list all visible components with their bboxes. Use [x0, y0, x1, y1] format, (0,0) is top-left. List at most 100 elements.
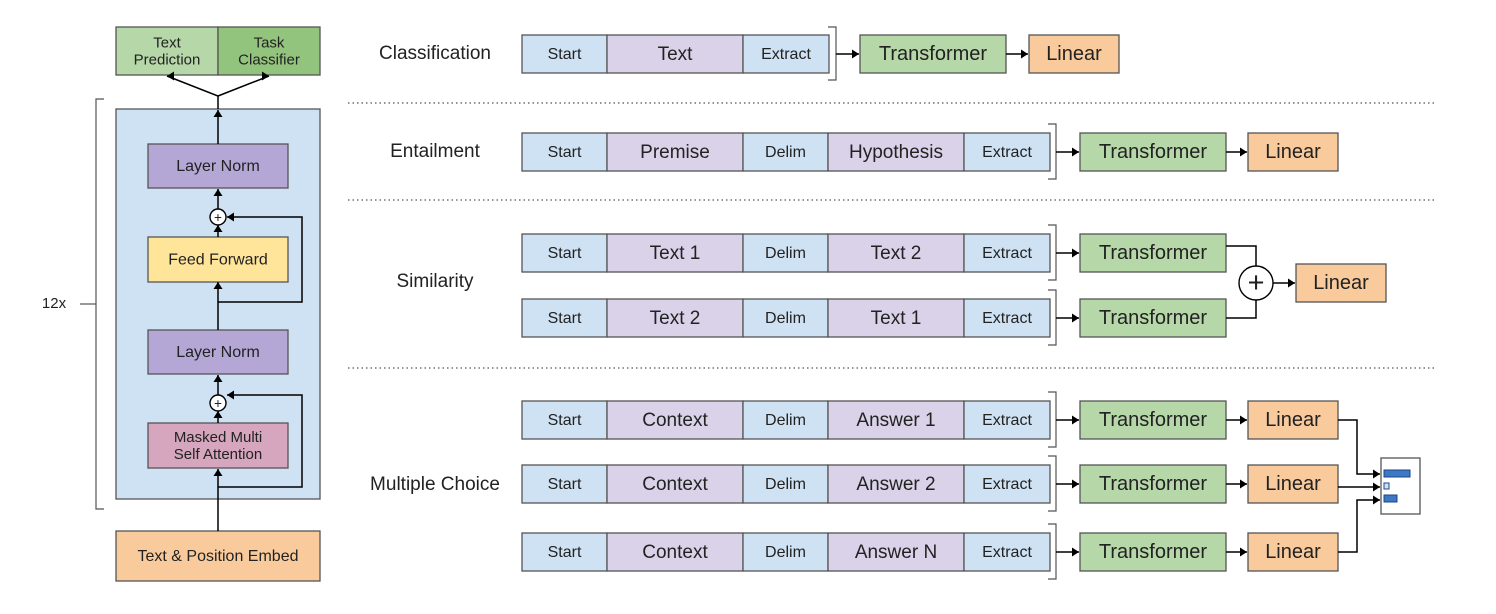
similarity-linear-label: Linear	[1313, 272, 1369, 294]
similarity-transformer-1-box	[1079, 298, 1227, 338]
similarity-plus-sign: +	[1248, 267, 1265, 299]
mc-row0-tok-1-box	[606, 400, 744, 440]
arrow-ff-plus-head	[213, 225, 223, 232]
multiple-choice-label: Multiple Choice	[370, 474, 500, 495]
similarity-row0-tok-2-box	[742, 233, 829, 273]
task-classifier-head-box	[217, 26, 321, 76]
mc-row0-tok-0-label: Start	[548, 412, 582, 429]
entailment-tok-4-box	[963, 132, 1051, 172]
repeat-label: 12x	[42, 295, 67, 312]
mc-row2-tok-0-label: Start	[548, 544, 582, 561]
softmax-bar-2	[1383, 494, 1398, 503]
classification-transformer-label: Transformer	[879, 43, 988, 65]
feed-forward-box	[147, 236, 289, 283]
entailment-tok-2-label: Delim	[765, 144, 806, 161]
mc-row0-tok-2-label: Delim	[765, 412, 806, 429]
similarity-label: Similarity	[396, 271, 474, 292]
text-position-embed-box	[115, 530, 321, 582]
arrow-task-classifier-line	[217, 75, 270, 97]
mc-row0-tok-3-label: Answer 1	[856, 410, 935, 431]
arrow-plus-layernorm-head	[213, 375, 223, 382]
classification-linear-box	[1028, 34, 1120, 74]
similarity-transformer-0-label: Transformer	[1099, 242, 1208, 264]
arrow-plus-layernorm-top-head	[213, 189, 223, 196]
residual-ff-line	[218, 216, 303, 303]
mc-row1-tok-1-label: Context	[642, 474, 708, 495]
layer-norm-top-label: Layer Norm	[176, 158, 260, 175]
layer-norm-top-box	[147, 143, 289, 189]
layer-norm-bottom-label: Layer Norm	[176, 344, 260, 361]
similarity-row1-tok-0-box	[521, 298, 608, 338]
arrow-text-prediction-line	[166, 75, 219, 109]
similarity-row0-tok-4-label: Extract	[982, 245, 1032, 262]
similarity-row1-tok-4-label: Extract	[982, 310, 1032, 327]
classification-linear-label: Linear	[1046, 43, 1102, 65]
residual-plus-1-sign: +	[214, 396, 222, 411]
residual-plus-2-sign: +	[214, 210, 222, 225]
classification-tok-2-label: Extract	[761, 46, 811, 63]
mc-transformer-2-label: Transformer	[1099, 541, 1208, 563]
similarity-row1-tok-0-label: Start	[548, 310, 582, 327]
mc-row1-tok-0-box	[521, 464, 608, 504]
layer-norm-bottom-box	[147, 329, 289, 375]
mc-row1-tok-4-label: Extract	[982, 476, 1032, 493]
mc-row1-tok-2-box	[742, 464, 829, 504]
residual-ff-head	[227, 212, 234, 222]
entailment-label: Entailment	[390, 141, 480, 162]
mc-row2-tok-4-box	[963, 532, 1051, 572]
text-prediction-head-box	[115, 26, 219, 76]
mc-row1-tok-4-box	[963, 464, 1051, 504]
classification-label: Classification	[379, 43, 491, 64]
similarity-row1-tok-1-label: Text 2	[650, 308, 701, 329]
mc-arrow-1-1-head	[1072, 479, 1079, 489]
mc-row1-tok-1-box	[606, 464, 744, 504]
text-position-embed-label: Text & Position Embed	[138, 548, 299, 565]
similarity-row0-tok-0-label: Start	[548, 245, 582, 262]
mc-linear-0-label: Linear	[1265, 409, 1321, 431]
arrow-task-classifier-head	[262, 71, 269, 81]
mc-row2-tok-4-label: Extract	[982, 544, 1032, 561]
entailment-tok-3-box	[827, 132, 965, 172]
residual-attn-line	[218, 394, 303, 488]
similarity-arrow-0-head	[1072, 248, 1079, 258]
mc-row0-tok-0-box	[521, 400, 608, 440]
mc-connector-2-line	[1338, 499, 1380, 553]
similarity-row0-tok-0-box	[521, 233, 608, 273]
mc-row2-tok-0-box	[521, 532, 608, 572]
entailment-transformer-box	[1079, 132, 1227, 172]
repeat-bracket	[95, 98, 104, 510]
feed-forward-label: Feed Forward	[168, 252, 268, 269]
classification-tok-1-label: Text	[658, 44, 694, 65]
mc-transformer-2-box	[1079, 532, 1227, 572]
classification-tok-2-box	[742, 34, 830, 74]
mc-row2-tok-3-box	[827, 532, 965, 572]
entailment-arrow-1-head	[1072, 147, 1079, 157]
classification-arrow-2-head	[1021, 49, 1028, 59]
mc-row0-tok-4-box	[963, 400, 1051, 440]
similarity-linear-box	[1295, 263, 1387, 303]
similarity-join-bottom	[1226, 300, 1257, 319]
mc-row2-tok-3-label: Answer N	[855, 542, 937, 563]
mc-arrow-1-2-head	[1072, 547, 1079, 557]
similarity-row1-tok-3-label: Text 1	[871, 308, 922, 329]
similarity-row0-tok-2-label: Delim	[765, 245, 806, 262]
classification-tok-0-label: Start	[548, 46, 582, 63]
entailment-tok-2-box	[742, 132, 829, 172]
mc-transformer-1-label: Transformer	[1099, 473, 1208, 495]
arrow-layernorm-out-head	[213, 110, 223, 117]
mc-arrow-1-0-head	[1072, 415, 1079, 425]
mc-linear-0-box	[1247, 400, 1339, 440]
similarity-row1-tok-4-box	[963, 298, 1051, 338]
entailment-transformer-label: Transformer	[1099, 141, 1208, 163]
mc-row0-tok-4-label: Extract	[982, 412, 1032, 429]
similarity-arrow-1-head	[1072, 313, 1079, 323]
masked-self-attention-box	[147, 422, 289, 469]
softmax-bar-0	[1383, 469, 1411, 478]
mc-row1-tok-3-label: Answer 2	[856, 474, 935, 495]
mc-connector-1-head	[1373, 482, 1380, 492]
